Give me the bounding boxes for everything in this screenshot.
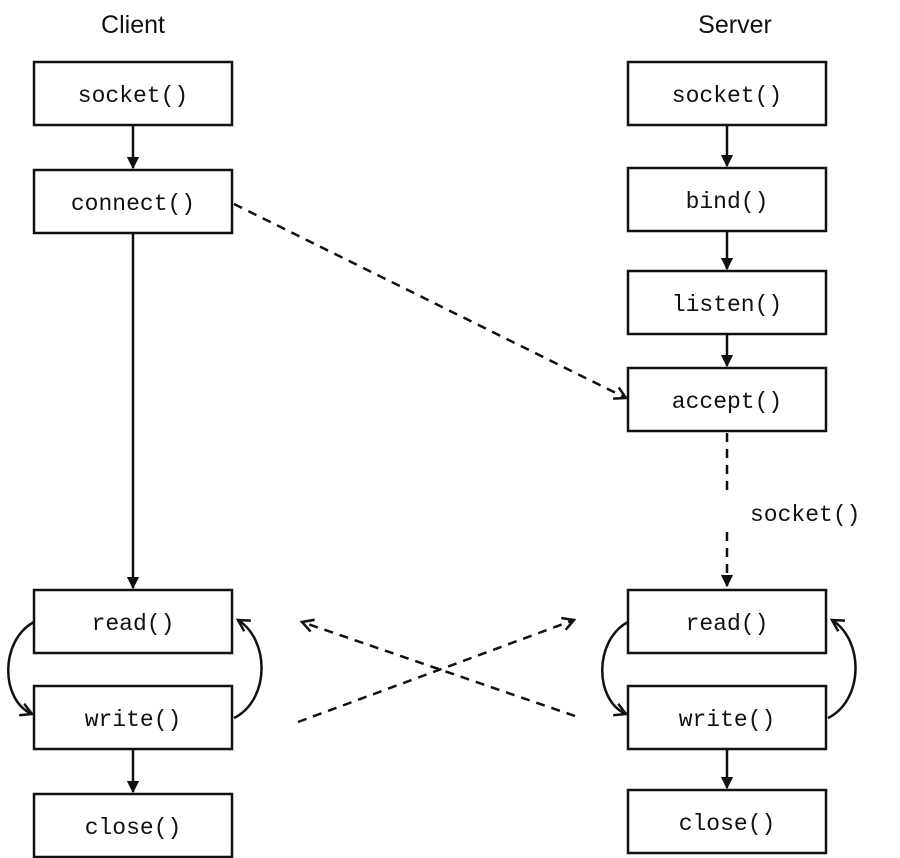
server-accept-box: accept() (626, 366, 828, 433)
server-write-box: write() (626, 684, 828, 751)
client-write-box: write() (32, 684, 234, 751)
client-close-box: close() (32, 792, 234, 858)
client-write-to-server-read-arrow (297, 620, 574, 724)
client-header: Client (101, 11, 165, 39)
server-read-to-write-loop-arrow (601, 620, 629, 714)
accept-socket-label: socket() (750, 502, 860, 528)
server-write-to-read-loop-arrow (827, 620, 857, 720)
server-listen-label: listen() (672, 292, 782, 318)
server-read-box: read() (626, 588, 828, 655)
server-header: Server (698, 11, 772, 39)
server-close-box: close() (626, 788, 828, 855)
server-write-label: write() (679, 707, 776, 733)
server-listen-box: listen() (626, 269, 828, 336)
server-bind-label: bind() (686, 189, 769, 215)
server-socket-box: socket() (626, 60, 828, 127)
client-socket-label: socket() (78, 83, 188, 109)
client-read-to-write-loop-arrow (7, 620, 35, 714)
client-connect-box: connect() (32, 168, 234, 235)
client-write-label: write() (85, 707, 182, 733)
client-read-label: read() (92, 611, 175, 637)
client-close-label: close() (85, 815, 182, 841)
server-bind-box: bind() (626, 166, 828, 233)
client-connect-label: connect() (71, 191, 195, 217)
server-close-label: close() (679, 811, 776, 837)
server-read-label: read() (686, 611, 769, 637)
server-accept-label: accept() (672, 389, 782, 415)
client-write-to-read-loop-arrow (233, 620, 263, 720)
server-socket-label: socket() (672, 83, 782, 109)
connect-to-accept-arrow (233, 202, 626, 398)
client-read-box: read() (32, 588, 234, 655)
client-socket-box: socket() (32, 60, 234, 127)
